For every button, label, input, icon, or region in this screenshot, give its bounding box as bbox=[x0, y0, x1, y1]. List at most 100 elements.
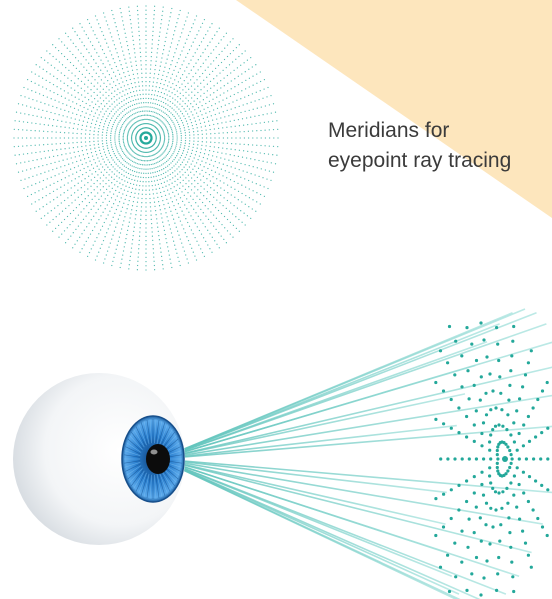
iris-fiber bbox=[125, 446, 141, 455]
ray bbox=[159, 312, 537, 460]
iris-fiber bbox=[127, 466, 142, 480]
meridian-line bbox=[35, 140, 142, 212]
meridian-line bbox=[13, 137, 141, 148]
meridian-line bbox=[40, 141, 142, 220]
meridian-line bbox=[148, 18, 206, 134]
ray bbox=[159, 458, 543, 525]
iris-fiber bbox=[163, 435, 177, 450]
iris-fiber bbox=[125, 463, 141, 472]
meridian-line bbox=[149, 141, 240, 232]
meridian-line bbox=[146, 7, 173, 133]
meridian-line bbox=[15, 111, 141, 138]
iris-fiber bbox=[124, 462, 141, 468]
sclera bbox=[13, 373, 185, 545]
ray bbox=[159, 424, 457, 460]
meridian-line bbox=[149, 38, 234, 135]
meridian-line bbox=[20, 139, 141, 182]
iris-fiber bbox=[124, 460, 141, 464]
meridian-line bbox=[86, 142, 144, 258]
ray bbox=[159, 308, 526, 460]
meridian-line bbox=[58, 38, 143, 135]
meridian-line bbox=[147, 12, 190, 133]
meridian-line bbox=[102, 12, 145, 133]
iris-fiber bbox=[162, 432, 175, 449]
iris-fiber bbox=[156, 474, 163, 498]
ray bbox=[159, 458, 460, 595]
meridian-line bbox=[147, 143, 190, 264]
iris-fiber bbox=[138, 424, 147, 446]
meridian-line bbox=[145, 143, 156, 271]
meridian-line bbox=[145, 5, 156, 133]
ray bbox=[159, 458, 532, 554]
iris-fiber bbox=[162, 469, 175, 486]
iris-fiber bbox=[155, 474, 160, 499]
iris-fiber bbox=[158, 422, 166, 445]
ray bbox=[159, 323, 547, 460]
meridian-line bbox=[26, 78, 142, 136]
meridian-line bbox=[26, 140, 142, 198]
iris-fiber bbox=[129, 435, 143, 450]
meridian-line bbox=[17, 138, 141, 173]
meridian-line bbox=[149, 44, 240, 135]
iris-fiber bbox=[124, 450, 141, 456]
iris-fiber bbox=[140, 473, 148, 496]
meridian-line bbox=[13, 128, 141, 139]
iris-fiber bbox=[133, 470, 145, 489]
grid-center-ring bbox=[140, 132, 152, 144]
target-meridian bbox=[495, 326, 506, 445]
iris-fiber bbox=[135, 471, 146, 492]
target-meridian bbox=[479, 474, 504, 597]
ray bbox=[159, 458, 453, 578]
meridian-line bbox=[148, 142, 220, 249]
meridian-line bbox=[151, 111, 277, 138]
iris-fiber bbox=[138, 472, 147, 494]
meridian-line bbox=[40, 56, 142, 135]
meridian-line bbox=[150, 140, 266, 198]
meridian-line bbox=[149, 50, 246, 135]
iris-fiber bbox=[135, 426, 146, 447]
ray-bundle bbox=[159, 308, 552, 599]
meridian-line bbox=[146, 143, 181, 267]
iris-fiber bbox=[154, 474, 157, 499]
meridian-line bbox=[111, 143, 146, 267]
meridian-line bbox=[128, 143, 146, 270]
meridian-line bbox=[17, 103, 141, 138]
meridian-line bbox=[146, 9, 181, 133]
meridian-line bbox=[150, 56, 252, 135]
iris-fiber bbox=[131, 432, 144, 449]
iris-fiber bbox=[161, 470, 173, 489]
iris-fiber bbox=[129, 468, 143, 483]
iris-fiber bbox=[163, 468, 177, 483]
iris-fiber bbox=[126, 465, 142, 476]
meridian-line bbox=[146, 143, 164, 270]
ray bbox=[159, 393, 466, 460]
meridian-line bbox=[151, 137, 279, 148]
target-meridian bbox=[434, 417, 499, 457]
meridian-line bbox=[149, 141, 246, 226]
target-meridian bbox=[434, 461, 499, 501]
target-meridian bbox=[434, 380, 499, 453]
diagram-caption: Meridians for eyepoint ray tracing bbox=[328, 116, 511, 176]
target-meridian bbox=[438, 469, 500, 569]
meridian-line bbox=[148, 27, 220, 134]
iris-fiber bbox=[160, 471, 171, 492]
iris-fiber bbox=[156, 420, 163, 444]
iris-fiber bbox=[146, 474, 151, 499]
meridian-line bbox=[119, 7, 146, 133]
meridian-line bbox=[148, 142, 206, 258]
target-meridian bbox=[508, 380, 549, 453]
target-meridian bbox=[509, 426, 550, 457]
ray bbox=[159, 366, 552, 460]
meridian-line bbox=[136, 5, 147, 133]
grid-center-dot bbox=[144, 136, 148, 140]
iris-fiber bbox=[140, 422, 148, 445]
meridian-line bbox=[86, 18, 144, 134]
target-center-dot bbox=[502, 456, 508, 462]
ray bbox=[159, 458, 552, 494]
target-meridian bbox=[465, 326, 502, 445]
iris-fiber bbox=[124, 454, 141, 458]
ray bbox=[159, 425, 552, 460]
iris-fiber bbox=[143, 420, 150, 444]
meridian-line bbox=[151, 94, 272, 137]
